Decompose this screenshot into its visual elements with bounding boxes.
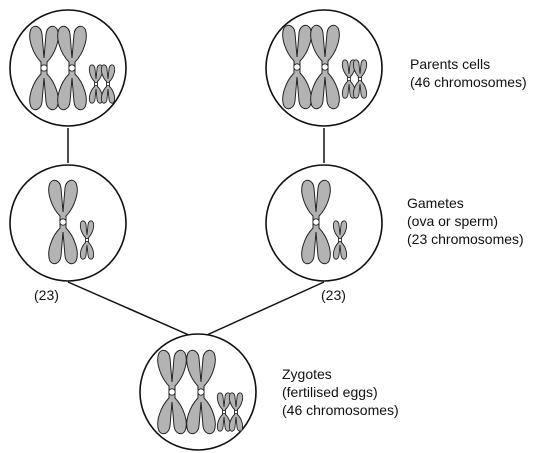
parents-label: Parents cells (46 chromosomes) — [410, 55, 527, 91]
zygotes-label-line1: Zygotes — [282, 366, 332, 382]
parents-label-line1: Parents cells — [410, 56, 491, 72]
gamete-cell-left — [9, 164, 127, 282]
gametes-label-line3: (23 chromosomes) — [407, 231, 524, 247]
connector-right-gamete-zygote — [197, 281, 325, 340]
zygotes-label-line3: (46 chromosomes) — [282, 402, 399, 418]
gametes-label: Gametes (ova or sperm) (23 chromosomes) — [407, 194, 524, 248]
parent-cell-left — [9, 9, 127, 127]
connector-left-gamete-zygote — [67, 281, 199, 340]
gamete-cell-right — [265, 164, 383, 282]
gametes-label-line2: (ova or sperm) — [407, 213, 499, 229]
zygotes-label: Zygotes (fertilised eggs) (46 chromosome… — [282, 365, 399, 419]
gamete-count-left: (23) — [34, 287, 59, 303]
parents-label-line2: (46 chromosomes) — [410, 74, 527, 90]
gamete-count-right: (23) — [321, 287, 346, 303]
parent-cell-right — [265, 9, 383, 127]
gametes-label-line1: Gametes — [407, 195, 464, 211]
zygotes-label-line2: (fertilised eggs) — [282, 384, 378, 400]
zygote-cell — [139, 333, 257, 451]
